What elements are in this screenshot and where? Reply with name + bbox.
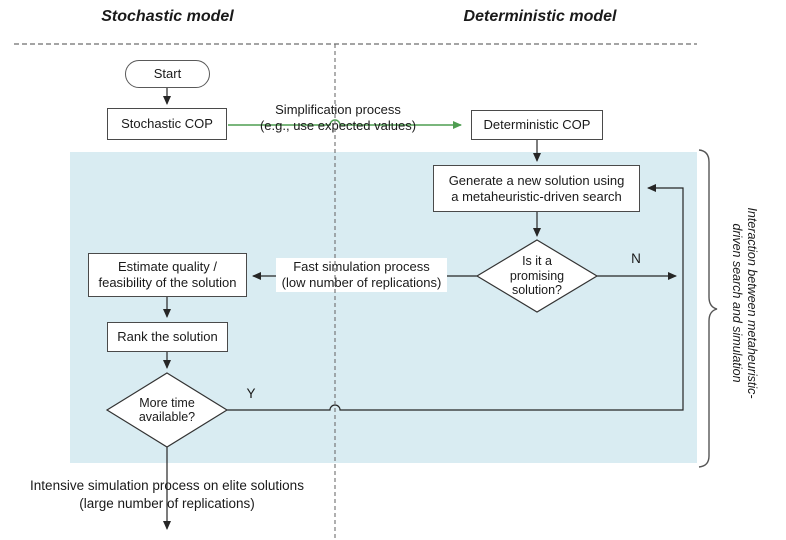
stochastic-cop-node: Stochastic COP xyxy=(107,108,227,140)
simplification-process-label: Simplification process (e.g., use expect… xyxy=(243,102,433,134)
fast-simulation-line2: (low number of replications) xyxy=(281,275,442,290)
start-node: Start xyxy=(125,60,210,88)
more-time-decision-text: More time available? xyxy=(117,395,217,425)
deterministic-model-header: Deterministic model xyxy=(463,8,617,25)
interaction-annotation-line2: driven search and simulation xyxy=(730,223,744,383)
fast-simulation-line1: Fast simulation process xyxy=(293,259,430,274)
interaction-annotation: Interaction between metaheuristic- drive… xyxy=(729,188,759,418)
fast-simulation-label: Fast simulation process (low number of r… xyxy=(276,258,447,292)
stochastic-model-header: Stochastic model xyxy=(101,8,234,25)
generate-solution-line2: a metaheuristic-driven search xyxy=(451,188,622,204)
more-time-line1: More time xyxy=(139,395,195,410)
simplification-line2: (e.g., use expected values) xyxy=(259,118,417,133)
estimate-quality-node: Estimate quality / feasibility of the so… xyxy=(88,253,247,297)
more-time-decision-shape xyxy=(105,372,229,448)
right-brace xyxy=(698,149,718,468)
estimate-quality-line2: feasibility of the solution xyxy=(98,275,237,290)
yes-branch-label: Y xyxy=(246,386,256,401)
promising-line3: solution? xyxy=(511,283,563,298)
promising-line2: promising xyxy=(509,268,565,283)
deterministic-cop-label: Deterministic COP xyxy=(483,117,591,132)
more-time-line2: available? xyxy=(138,410,196,424)
estimate-quality-line1: Estimate quality / xyxy=(118,259,217,274)
promising-solution-decision-shape xyxy=(475,239,599,313)
promising-line1: Is it a xyxy=(522,254,552,269)
rank-solution-label: Rank the solution xyxy=(117,329,218,344)
generate-solution-line1: Generate a new solution using xyxy=(448,172,625,188)
stochastic-cop-label: Stochastic COP xyxy=(121,116,213,131)
generate-solution-node: Generate a new solution using a metaheur… xyxy=(433,165,640,212)
simplification-line1: Simplification process xyxy=(275,102,401,117)
interaction-annotation-line1: Interaction between metaheuristic- xyxy=(745,207,759,399)
rank-solution-node: Rank the solution xyxy=(107,322,228,352)
deterministic-cop-node: Deterministic COP xyxy=(471,110,603,140)
no-branch-label: N xyxy=(631,251,641,266)
promising-solution-decision-text: Is it a promising solution? xyxy=(487,253,587,299)
start-label: Start xyxy=(153,66,182,81)
arrow-more-time-yes-loop xyxy=(227,184,684,411)
